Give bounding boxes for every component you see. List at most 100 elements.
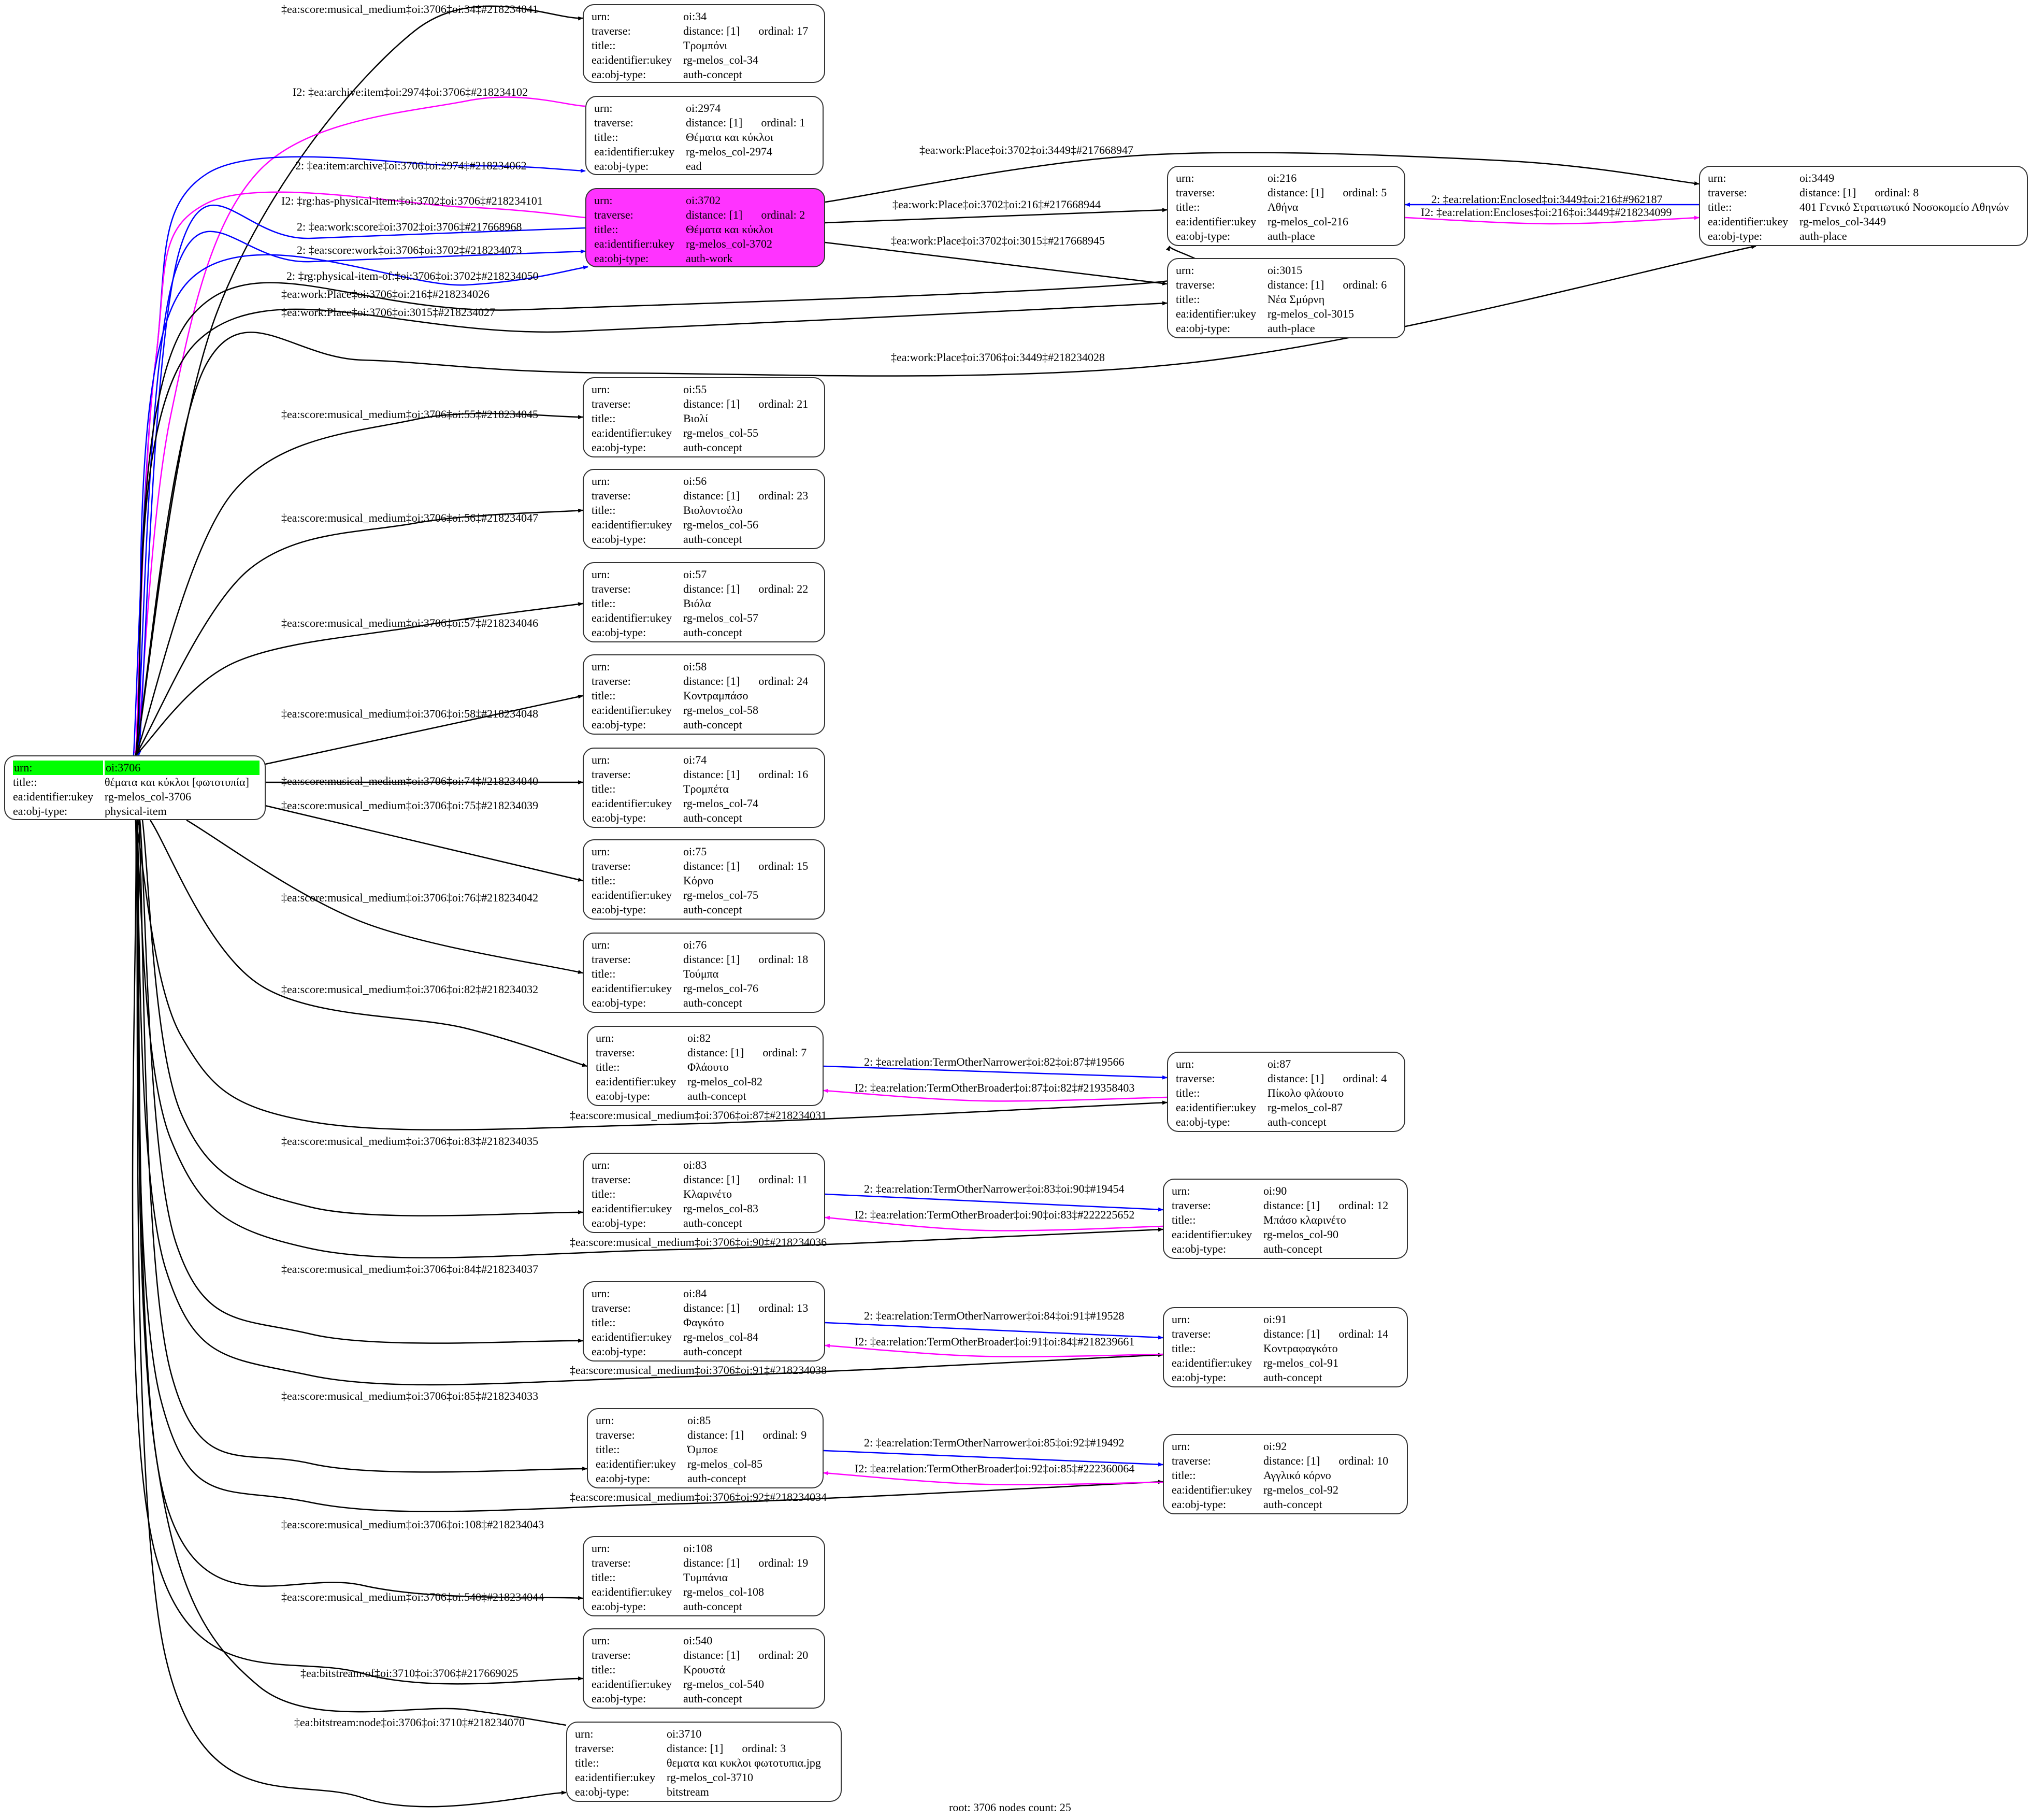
edge-label: ‡ea:score:musical_medium‡oi:3706‡oi:84‡#… [281, 1263, 539, 1276]
field-value: rg-melos_col-83 [683, 1202, 759, 1215]
traverse-distance: distance: [1] [683, 1173, 740, 1186]
field-value: auth-concept [683, 996, 742, 1009]
field-value: oi:3710 [667, 1727, 702, 1740]
field-label: ea:identifier:ukey [592, 1585, 672, 1598]
traverse-ordinal: ordinal: 18 [758, 953, 809, 966]
field-label: title:: [1172, 1342, 1196, 1355]
field-label: urn: [1176, 1057, 1194, 1070]
node-field-traverse: traverse:distance: [1]ordinal: 10 [1164, 1454, 1407, 1468]
field-label: ea:obj-type: [592, 811, 646, 824]
field-value: Μπάσο κλαρινέτο [1263, 1213, 1346, 1226]
node-field-title: title::Τρομπόνι [584, 38, 824, 53]
field-value: 401 Γενικό Στρατιωτικό Νοσοκομείο Αθηνών [1799, 200, 2009, 213]
node-field-title: title::Θέματα και κύκλοι [586, 130, 823, 145]
traverse-ordinal: ordinal: 10 [1338, 1454, 1389, 1467]
field-value: Βιολί [683, 412, 709, 425]
node-field-traverse: traverse:distance: [1]ordinal: 21 [584, 397, 824, 411]
node-field-traverse: traverse:distance: [1]ordinal: 12 [1164, 1198, 1407, 1213]
node-field-title: title::Κόρνο [584, 873, 824, 888]
field-label: traverse: [1176, 278, 1215, 291]
traverse-distance: distance: [1] [1263, 1199, 1320, 1212]
field-label: traverse: [592, 1649, 631, 1661]
field-label: title:: [594, 131, 618, 144]
field-label: traverse: [592, 675, 631, 687]
field-label: ea:obj-type: [592, 1345, 646, 1358]
field-value: oi:108 [683, 1542, 713, 1555]
node-field-title: title::Κλαρινέτο [584, 1187, 824, 1201]
edge-label: I2: ‡ea:relation:TermOtherBroader‡oi:87‡… [855, 1081, 1135, 1094]
node-field-urn: urn:oi:56 [584, 474, 824, 489]
edge-3702-to-3706 [137, 205, 586, 756]
edge-label: I2: ‡ea:relation:TermOtherBroader‡oi:91‡… [855, 1335, 1135, 1348]
edge-3706-to-84 [139, 820, 583, 1344]
field-label: traverse: [592, 397, 631, 410]
field-label: ea:identifier:ukey [592, 1330, 672, 1343]
field-label: urn: [592, 660, 610, 673]
traverse-ordinal: ordinal: 9 [762, 1428, 807, 1441]
field-label: ea:identifier:ukey [1172, 1356, 1252, 1369]
field-label: urn: [592, 10, 610, 23]
edge-label: ‡ea:score:musical_medium‡oi:3706‡oi:58‡#… [281, 707, 539, 720]
field-label: urn: [592, 1158, 610, 1171]
node-field-title: title::Βιολοντσέλο [584, 503, 824, 518]
field-label: urn: [575, 1727, 594, 1740]
node-field-obj-type: ea:obj-type:auth-concept [584, 718, 824, 732]
node-field-obj-type: ea:obj-type:auth-place [1168, 321, 1404, 336]
edge-3706-to-55 [135, 412, 583, 756]
traverse-ordinal: ordinal: 6 [1343, 278, 1387, 291]
field-label: ea:obj-type: [592, 441, 646, 454]
field-value: auth-concept [1263, 1242, 1322, 1255]
field-label: ea:identifier:ukey [592, 888, 672, 901]
edge-3706-to-34 [135, 5, 583, 756]
edge-label: ‡ea:score:musical_medium‡oi:3706‡oi:74‡#… [281, 775, 539, 787]
node-field-urn: urn:oi:58 [584, 660, 824, 674]
field-label: urn: [1176, 264, 1194, 277]
field-label: traverse: [592, 582, 631, 595]
edge-label: ‡ea:work:Place‡oi:3706‡oi:216‡#218234026 [281, 288, 490, 300]
field-label: ea:obj-type: [592, 718, 646, 731]
field-label: urn: [1708, 171, 1726, 184]
traverse-distance: distance: [1] [683, 582, 740, 595]
node-field-urn: urn:oi:34 [584, 9, 824, 24]
field-value: oi:56 [683, 475, 707, 488]
field-label: ea:identifier:ukey [592, 1678, 672, 1690]
field-value: Αθήνα [1267, 200, 1299, 213]
node-field-urn: urn:oi:87 [1168, 1057, 1404, 1071]
field-label: traverse: [592, 768, 631, 781]
field-label: title:: [592, 1187, 616, 1200]
node-field-urn: urn:oi:2974 [586, 101, 823, 116]
edge-3706-to-83 [141, 820, 583, 1216]
edge-label: ‡ea:score:musical_medium‡oi:3706‡oi:87‡#… [570, 1109, 827, 1122]
field-value: Κρουστά [683, 1663, 725, 1676]
